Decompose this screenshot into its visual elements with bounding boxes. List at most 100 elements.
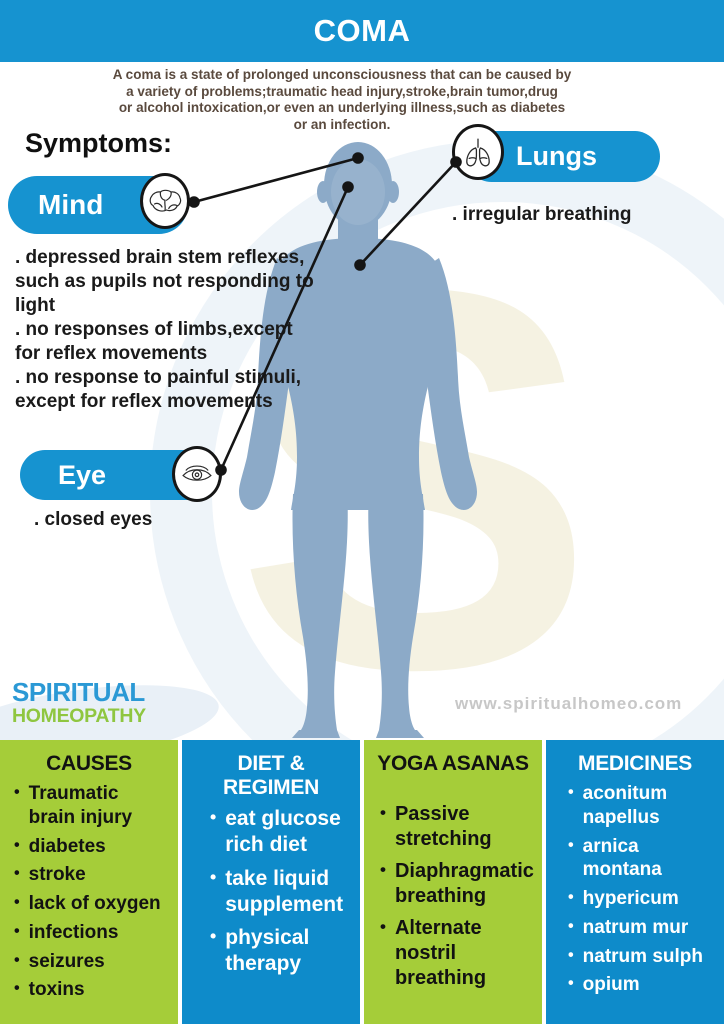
list-item-label: Passive stretching <box>394 803 492 850</box>
list-item: • Passive stretching <box>372 802 534 852</box>
list-item-label: diabetes <box>28 835 106 857</box>
bullet-icon: • <box>210 807 217 827</box>
text-line: . no response to painful stimuli, <box>15 367 302 388</box>
bottom-columns: CAUSES •Traumatic brain injury•diabetes•… <box>0 740 724 1024</box>
list-item-label: natrum sulph <box>582 945 703 967</box>
brand-name: SPIRITUAL <box>12 677 145 707</box>
diet-list: • eat glucose rich diet • take liquid suppl… <box>190 806 352 978</box>
medicines-list: • aconitum napellus • arnica montana • hyperi… <box>554 782 716 997</box>
bullet-icon: • <box>568 945 574 964</box>
diet-regimen-column: DIET & REGIMEN • eat glucose rich diet • ta… <box>182 740 360 1024</box>
list-item-label: eat glucose rich diet <box>225 807 341 857</box>
list-item-label: physical therapy <box>225 926 310 976</box>
list-item: • take liquid supplement <box>190 866 352 919</box>
list-item-label: Diaphragmatic breathing <box>394 860 534 907</box>
bullet-icon: • <box>380 917 386 936</box>
bullet-icon: • <box>14 979 20 998</box>
text-line: . depressed brain stem reflexes, <box>15 247 305 268</box>
list-item: • eat glucose rich diet <box>190 806 352 859</box>
lungs-symptom-text: . irregular breathing <box>452 204 632 225</box>
text-line: for reflex movements <box>15 343 208 364</box>
list-item: • Traumatic brain injury <box>8 782 170 830</box>
list-item: • arnica montana <box>554 835 716 883</box>
brain-icon <box>149 189 182 212</box>
medicines-column: MEDICINES • aconitum napellus • arnica mont… <box>546 740 724 1024</box>
causes-column: CAUSES •Traumatic brain injury•diabetes•… <box>0 740 178 1024</box>
column-title: DIET & REGIMEN <box>223 752 319 799</box>
text-line: a variety of problems;traumatic head inj… <box>126 83 558 99</box>
bullet-icon: • <box>14 921 20 940</box>
bullet-icon: • <box>568 835 574 854</box>
website-url: www.spiritualhomeo.com <box>455 694 683 713</box>
column-title: YOGA ASANAS <box>377 752 529 775</box>
text-line: or alcohol intoxication,or even an under… <box>118 100 566 115</box>
list-item: • aconitum napellus <box>554 782 716 830</box>
bullet-icon: • <box>380 860 386 879</box>
list-item-label: Alternate nostril breathing <box>394 917 487 989</box>
page-title: COMA <box>313 13 411 48</box>
list-item: • toxins <box>8 978 170 1002</box>
bullet-icon: • <box>14 893 20 911</box>
list-item: • natrum sulph <box>554 945 716 969</box>
bullet-icon: • <box>14 864 20 883</box>
bullet-icon: • <box>568 916 574 935</box>
text-line: except for reflex movements <box>15 391 273 412</box>
list-item: • physical therapy <box>190 925 352 978</box>
lungs-icon-circle <box>452 124 504 180</box>
text-line: such as pupils not responding to <box>15 271 314 292</box>
list-item: • hypericum <box>554 887 716 911</box>
list-item: • lack of oxygen <box>8 892 170 916</box>
list-item: • seizures <box>8 950 170 974</box>
list-item-label: infections <box>28 921 119 943</box>
bullet-icon: • <box>210 866 217 887</box>
causes-list: •Traumatic brain injury•diabetes•stroke•… <box>8 782 170 1002</box>
bullet-icon: • <box>14 950 20 969</box>
human-body-silhouette <box>239 142 477 738</box>
yoga-list: • Passive stretching • Diaphragmatic breath… <box>372 802 534 991</box>
list-item-label: stroke <box>28 864 86 886</box>
list-item: • infections <box>8 921 170 945</box>
list-item-label: natrum mur <box>582 916 689 938</box>
brand-logo: SPIRITUAL HOMEOPATHY <box>12 679 146 727</box>
list-item-label: aconitum napellus <box>582 783 668 828</box>
symptoms-heading: Symptoms: <box>25 128 173 158</box>
header-banner: COMA <box>0 0 724 62</box>
list-item: • Alternate nostril breathing <box>372 916 534 991</box>
mind-icon-circle <box>140 173 190 229</box>
yoga-asanas-column: YOGA ASANAS • Passive stretching • Diaphrag… <box>364 740 542 1024</box>
eye-symptom-text: . closed eyes <box>34 509 153 530</box>
text-line: A coma is a state of prolonged unconscio… <box>112 67 572 82</box>
list-item-label: opium <box>582 974 640 996</box>
lungs-label: Lungs <box>516 141 597 171</box>
bullet-icon: • <box>210 926 217 946</box>
mind-label: Mind <box>38 189 104 220</box>
bullet-icon: • <box>568 974 574 993</box>
mind-symptoms-text: . depressed brain stem reflexes, such as … <box>15 246 314 414</box>
column-title: MEDICINES <box>578 752 692 775</box>
text-line: . no responses of limbs,except <box>15 319 293 340</box>
list-item-label: arnica montana <box>582 835 662 881</box>
bullet-icon: • <box>568 888 574 906</box>
list-item: • Diaphragmatic breathing <box>372 859 534 909</box>
list-item: • opium <box>554 973 716 997</box>
bullet-icon: • <box>14 783 20 801</box>
text-line: light <box>15 295 56 316</box>
list-item: • stroke <box>8 863 170 887</box>
bullet-icon: • <box>380 803 386 822</box>
text-line: or an infection. <box>293 116 391 132</box>
list-item-label: seizures <box>28 950 105 972</box>
lungs-icon <box>466 138 490 167</box>
eye-label: Eye <box>58 460 107 490</box>
list-item: • natrum mur <box>554 916 716 940</box>
list-item: • diabetes <box>8 835 170 859</box>
list-item-label: Traumatic brain injury <box>28 783 133 828</box>
column-title: CAUSES <box>46 752 132 775</box>
list-item-label: hypericum <box>582 888 679 909</box>
bullet-icon: • <box>568 783 574 801</box>
eye-icon-circle <box>172 446 222 502</box>
list-item-label: toxins <box>28 979 85 1001</box>
list-item-label: lack of oxygen <box>28 893 161 914</box>
bullet-icon: • <box>14 835 20 854</box>
list-item-label: take liquid supplement <box>225 866 344 916</box>
